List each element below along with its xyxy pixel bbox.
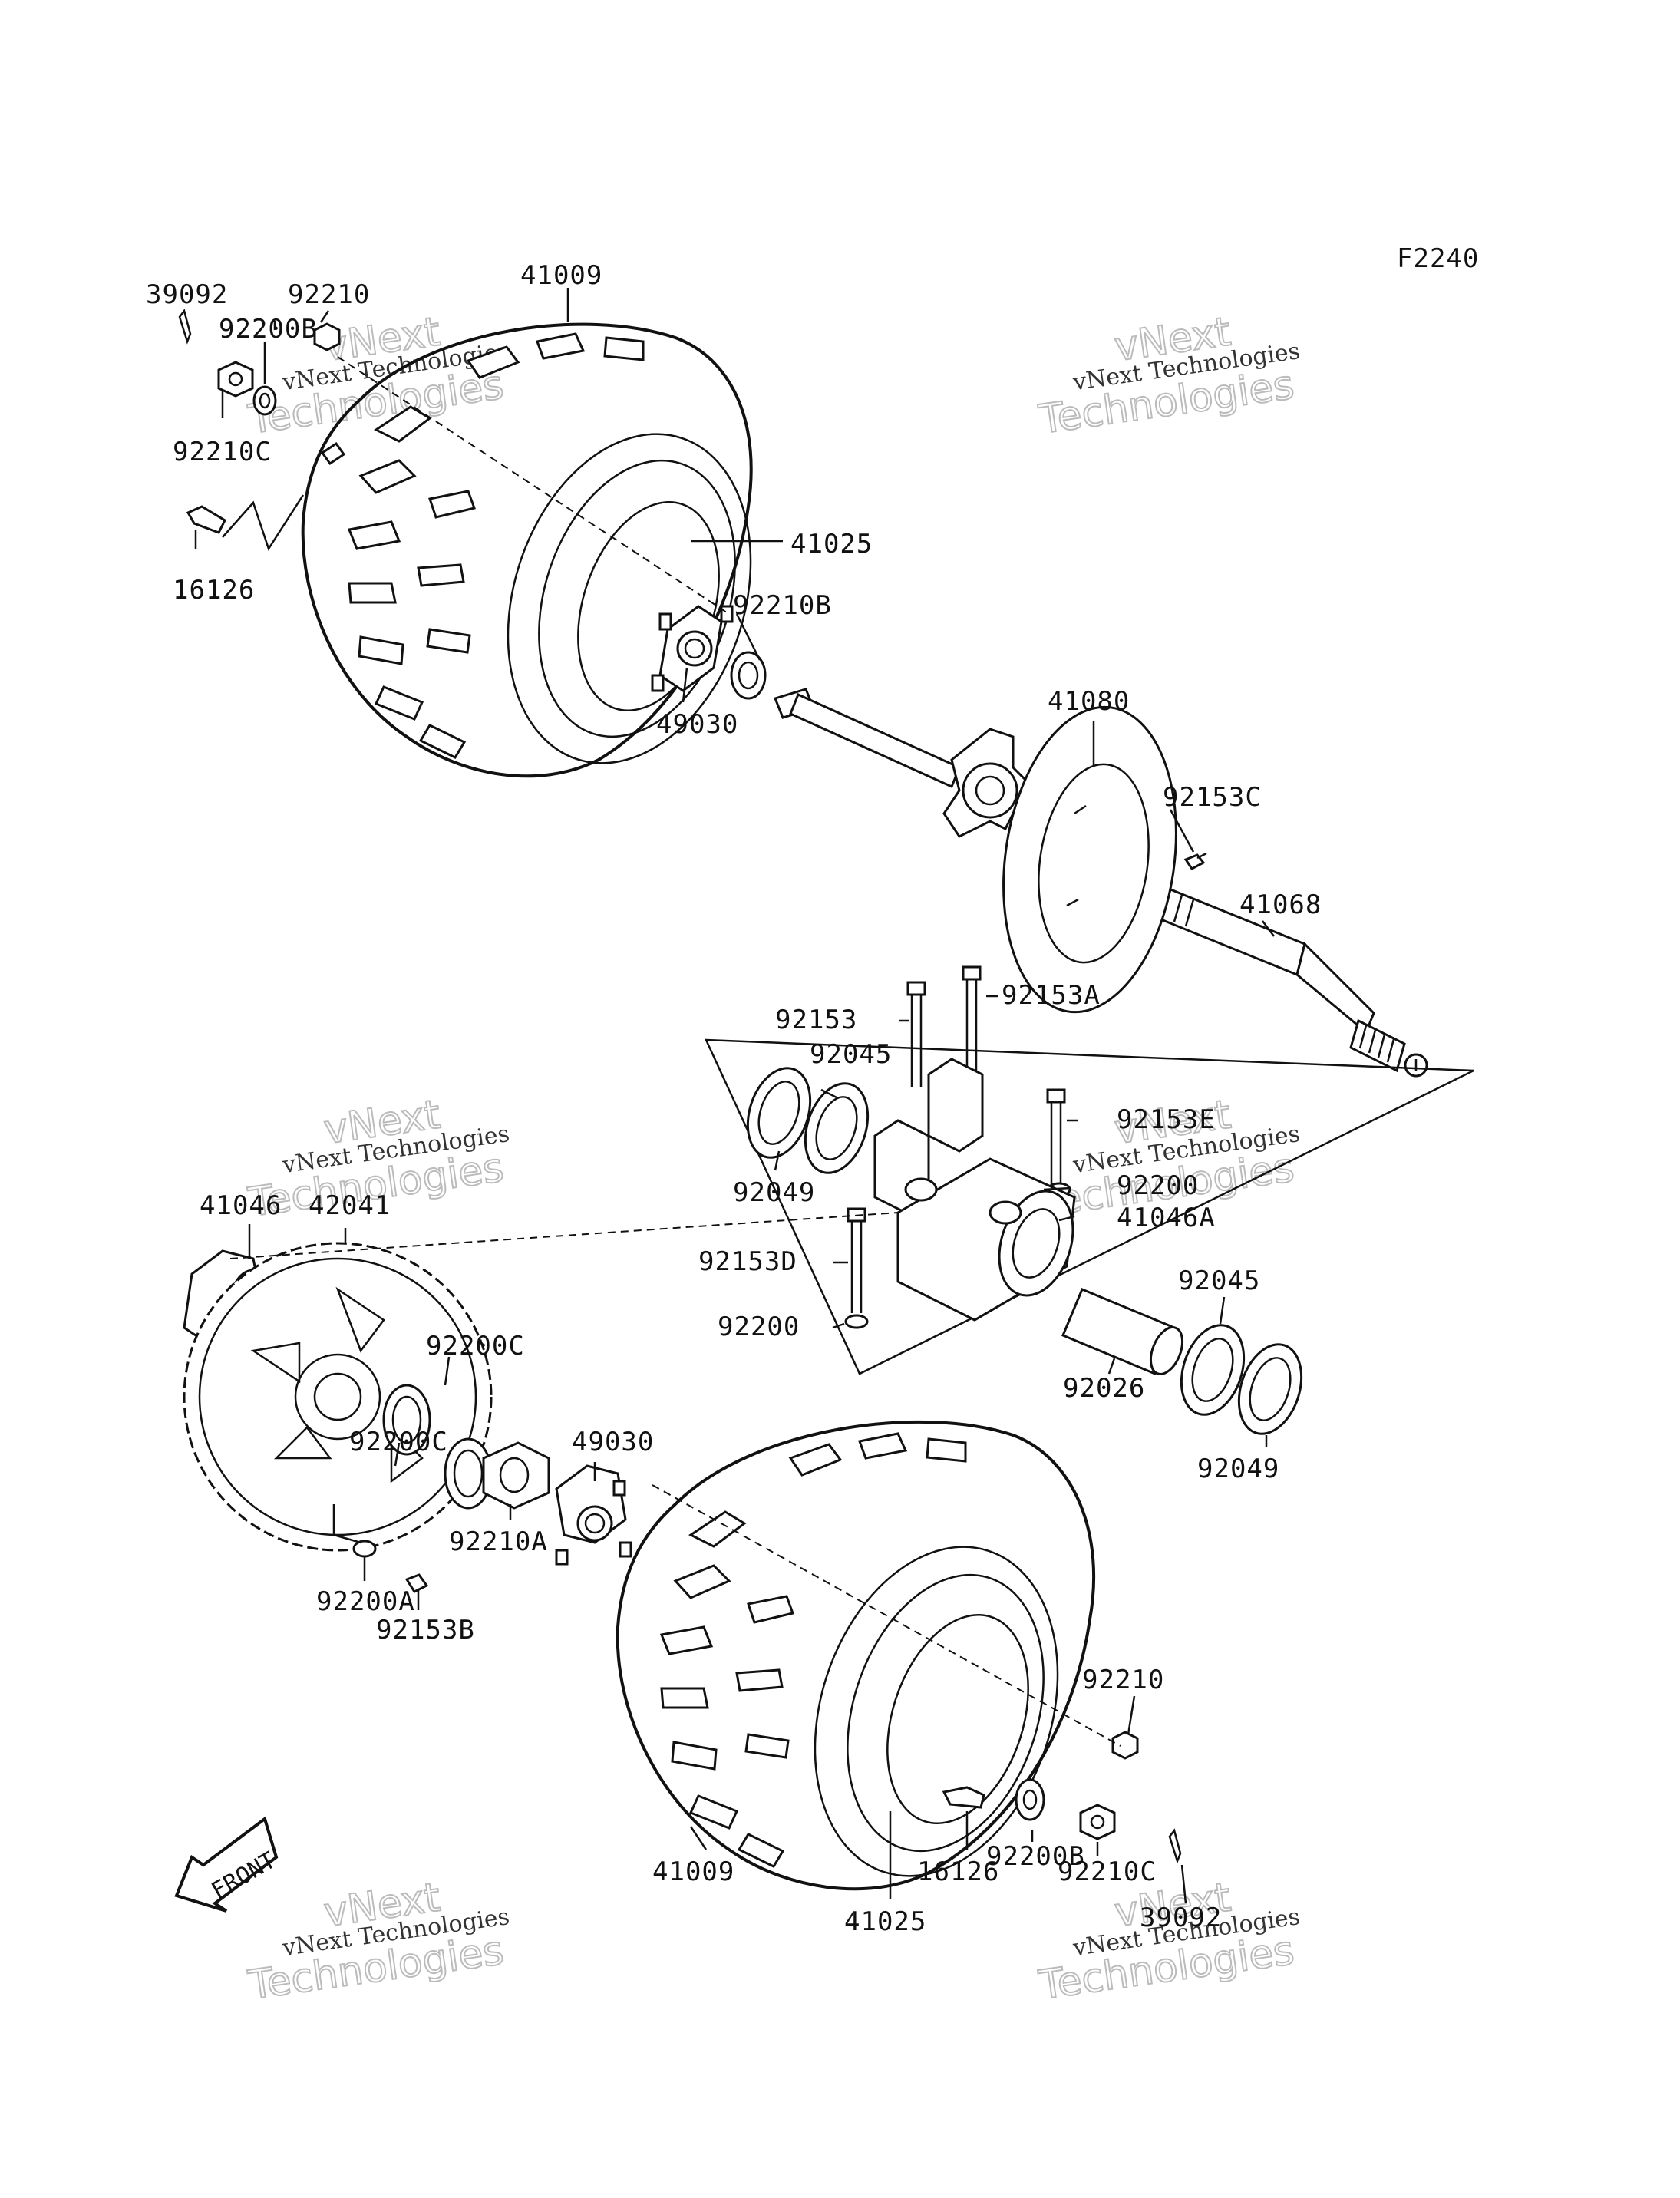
label-92200-left: 92200 [718,1312,800,1342]
label-41009-bottom: 41009 [652,1856,734,1887]
bottom-cotter-pin-39092 [1168,1828,1182,1864]
bottom-washer-92200B [1015,1778,1045,1821]
label-92200C-bottom: 92200C [349,1427,448,1457]
axle-end-splines [1358,1025,1395,1063]
callout-labels: 39092 92210 92200B 92210C 16126 41009 41… [146,260,1322,1937]
carrier-41046A [873,1058,1076,1322]
bottom-tire-tread [659,1432,967,1868]
watermark-mid-left: vNext vNext Technologies Technologies [245,1091,511,1226]
label-16126-bottom: 16126 [917,1856,999,1887]
top-stud-zigzag [222,494,305,551]
label-41068: 41068 [1239,889,1322,920]
washer-92200C-left [382,1384,431,1456]
spacer-92026 [1061,1288,1184,1375]
top-assembly-line [337,356,730,615]
washer-92200C-right [444,1437,493,1510]
sprocket-42041 [183,1242,493,1552]
washer-92200A [352,1540,377,1558]
label-41046: 41046 [200,1190,282,1221]
label-49030-bottom: 49030 [572,1427,654,1457]
watermark-top-right: vNext vNext Technologies Technologies [1035,308,1302,444]
label-92210A: 92210A [449,1526,548,1557]
label-42041: 42041 [309,1190,391,1221]
label-92049-left: 92049 [733,1177,815,1208]
bolt-92153C [1183,852,1207,870]
label-92045-left: 92045 [810,1039,892,1070]
bolt-92153B [404,1573,429,1593]
top-nut-92210B [730,651,767,700]
bearing-92045-left [804,1082,870,1174]
bottom-castle-nut-92210C [1079,1804,1116,1840]
label-92049-right: 92049 [1197,1454,1279,1484]
top-washer-92200B [252,385,277,416]
bolt-92153D [847,1207,866,1313]
label-41025-bottom: 41025 [844,1906,926,1937]
label-92153E: 92153E [1117,1104,1216,1135]
label-92153: 92153 [775,1005,857,1035]
label-92026: 92026 [1063,1373,1145,1404]
label-92200-right: 92200 [1117,1170,1199,1201]
bottom-hub-49030 [555,1464,632,1566]
label-92153B: 92153B [376,1615,475,1645]
label-92210C-bottom: 92210C [1058,1856,1157,1887]
oil-seal-92049-left [746,1067,812,1159]
nut-92210A [482,1441,550,1510]
label-92210-bottom: 92210 [1082,1665,1164,1695]
leader-lines [194,288,1275,1904]
top-hub-49030 [651,605,734,692]
label-92153D: 92153D [698,1246,797,1277]
label-41046A: 41046A [1117,1203,1216,1233]
bolt-92153E [1046,1088,1066,1186]
label-92200B-top: 92200B [219,314,318,345]
figure-code: F2240 [1397,243,1479,274]
label-41080: 41080 [1048,686,1130,717]
watermark-bottom-left: vNext vNext Technologies Technologies [245,1873,511,2009]
label-92210-top: 92210 [288,279,370,310]
bearing-92045-right [1180,1324,1246,1416]
label-16126-top: 16126 [173,575,255,606]
label-92153C: 92153C [1163,782,1262,813]
sprocket-assembly-line [229,1212,899,1259]
label-92200C-top: 92200C [426,1331,525,1361]
bottom-nut-92210 [1111,1731,1139,1760]
label-41025-top: 41025 [790,529,873,559]
oil-seal-92049-right [1237,1343,1303,1435]
label-92153A: 92153A [1002,980,1101,1011]
label-92210B: 92210B [733,590,832,621]
top-castle-nut-92210C [217,361,254,398]
bottom-stud-16126 [942,1786,985,1809]
top-cotter-pin-39092 [178,309,192,345]
top-stud-16126 [186,505,226,534]
assembly-bracket-lines [705,1038,1474,1375]
brake-disc-41080 [1002,705,1177,1014]
label-39092-bottom: 39092 [1140,1903,1222,1933]
label-39092-top: 39092 [146,279,228,310]
top-tire-tread [347,332,645,759]
bottom-assembly-line [652,1484,1121,1747]
label-92045-right: 92045 [1178,1266,1260,1296]
bolt-92153 [906,981,926,1087]
hub-flange [942,728,1030,838]
label-41009-top: 41009 [520,260,602,291]
label-92200A: 92200A [316,1586,415,1617]
bolt-92153A [962,965,982,1079]
bottom-tire-41009 [616,1420,1096,1891]
front-direction-arrow: FRONT [174,1816,281,1913]
label-49030-top: 49030 [656,709,738,740]
washer-92200-left [844,1314,869,1329]
label-92210C-top: 92210C [173,437,272,467]
top-nut-92210 [313,322,341,351]
top-tire-41009 [301,322,753,778]
label-92200B-bottom: 92200B [986,1841,1085,1872]
